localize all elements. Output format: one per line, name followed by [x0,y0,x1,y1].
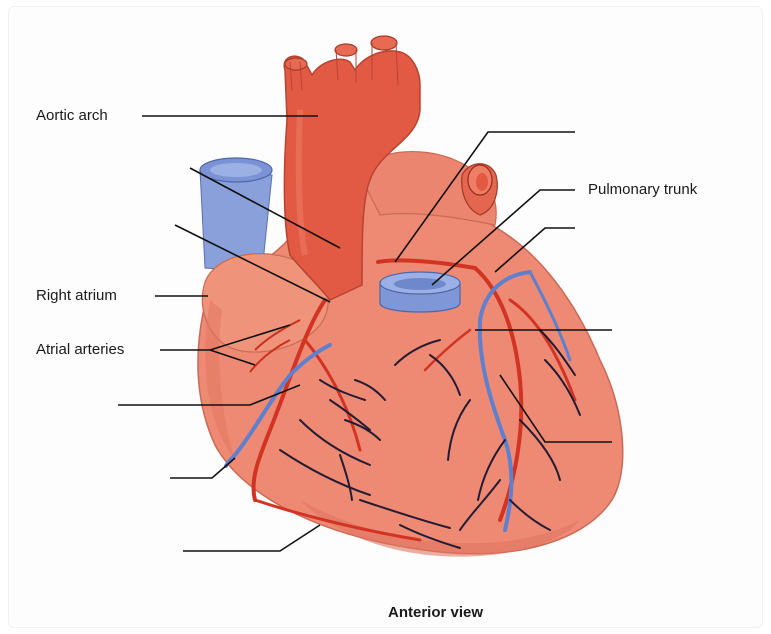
caption-anterior-view: Anterior view [388,604,483,622]
label-aortic-arch: Aortic arch [36,107,108,125]
label-pulmonary-trunk: Pulmonary trunk [588,181,697,199]
label-right-atrium: Right atrium [36,287,117,305]
label-atrial-arteries: Atrial arteries [36,341,124,359]
leader-unlabeled-5 [183,525,320,551]
pulmonary-trunk-vessel [380,272,460,312]
